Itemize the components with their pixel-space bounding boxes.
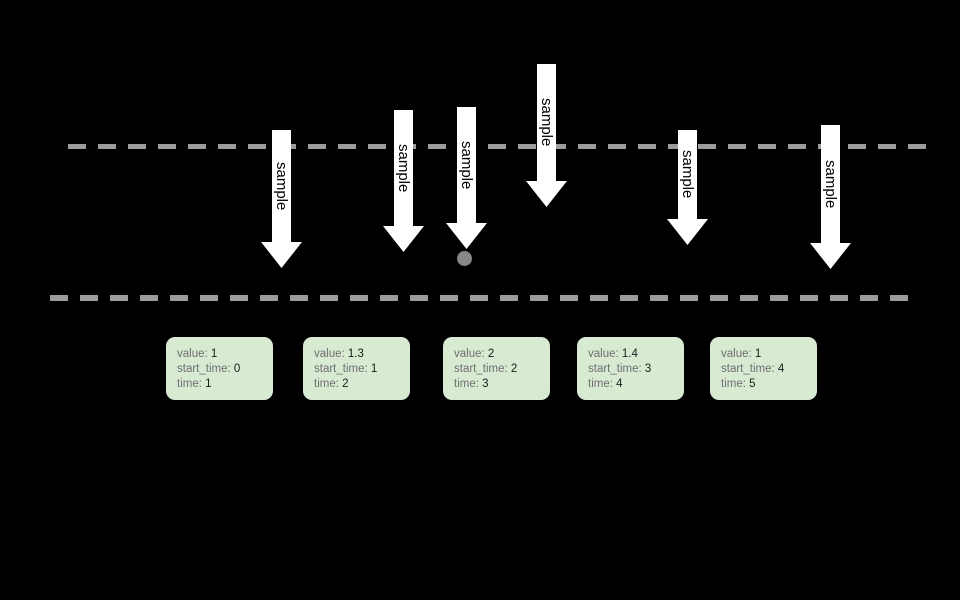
record-start-time-label: start_time: [721, 363, 778, 375]
record-value-label: value: [454, 348, 488, 360]
sample-arrow-3: sample [446, 107, 487, 249]
sample-arrow-4: sample [526, 64, 567, 207]
record-start-time: 3 [644, 363, 652, 375]
record-time: 1 [205, 378, 212, 390]
record-line: value: 2 [454, 347, 550, 362]
record-line: value: 1.3 [314, 347, 410, 362]
record-time-label: time: [454, 378, 483, 390]
record-start-time: 2 [510, 363, 518, 375]
record-value: 2 [487, 348, 495, 360]
record-start-time-label: start_time: [454, 363, 511, 375]
record-value: 1.3 [347, 348, 364, 360]
sample-arrow-5: sample [667, 130, 708, 245]
sample-arrow-2: sample [383, 110, 424, 252]
record-line: time: 2 [314, 377, 410, 392]
record-start-time-label: start_time: [588, 363, 645, 375]
record-time: 4 [616, 378, 623, 390]
record-start-time-label: start_time: [314, 363, 371, 375]
record-value: 1 [754, 348, 762, 360]
record-time: 5 [749, 378, 756, 390]
record-value-label: value: [177, 348, 211, 360]
record-line: start_time: 4 [721, 362, 817, 377]
record-time: 2 [342, 378, 349, 390]
record-value-label: value: [314, 348, 348, 360]
record-line: value: 1.4 [588, 347, 684, 362]
record-line: value: 1 [721, 347, 817, 362]
record-line: time: 1 [177, 377, 273, 392]
record-start-time-label: start_time: [177, 363, 234, 375]
record-value: 1.4 [621, 348, 638, 360]
record-line: time: 5 [721, 377, 817, 392]
record-time-label: time: [177, 378, 206, 390]
record-line: time: 3 [454, 377, 550, 392]
record-time-label: time: [721, 378, 750, 390]
record-line: time: 4 [588, 377, 684, 392]
upper-stream-timeline [68, 144, 928, 149]
lower-stream-timeline [50, 295, 912, 301]
event-marker-dot [457, 251, 472, 266]
record-time-label: time: [588, 378, 617, 390]
record-value-label: value: [588, 348, 622, 360]
record-line: start_time: 0 [177, 362, 273, 377]
sample-arrow-6: sample [810, 125, 851, 269]
record-start-time: 0 [233, 363, 241, 375]
sample-arrow-1: sample [261, 130, 302, 268]
record-start-time: 4 [777, 363, 785, 375]
record-time: 3 [482, 378, 489, 390]
record-value-label: value: [721, 348, 755, 360]
record-line: start_time: 1 [314, 362, 410, 377]
record-line: start_time: 2 [454, 362, 550, 377]
record-value: 1 [210, 348, 218, 360]
record-time-label: time: [314, 378, 343, 390]
record-line: value: 1 [177, 347, 273, 362]
record-line: start_time: 3 [588, 362, 684, 377]
record-start-time: 1 [370, 363, 378, 375]
